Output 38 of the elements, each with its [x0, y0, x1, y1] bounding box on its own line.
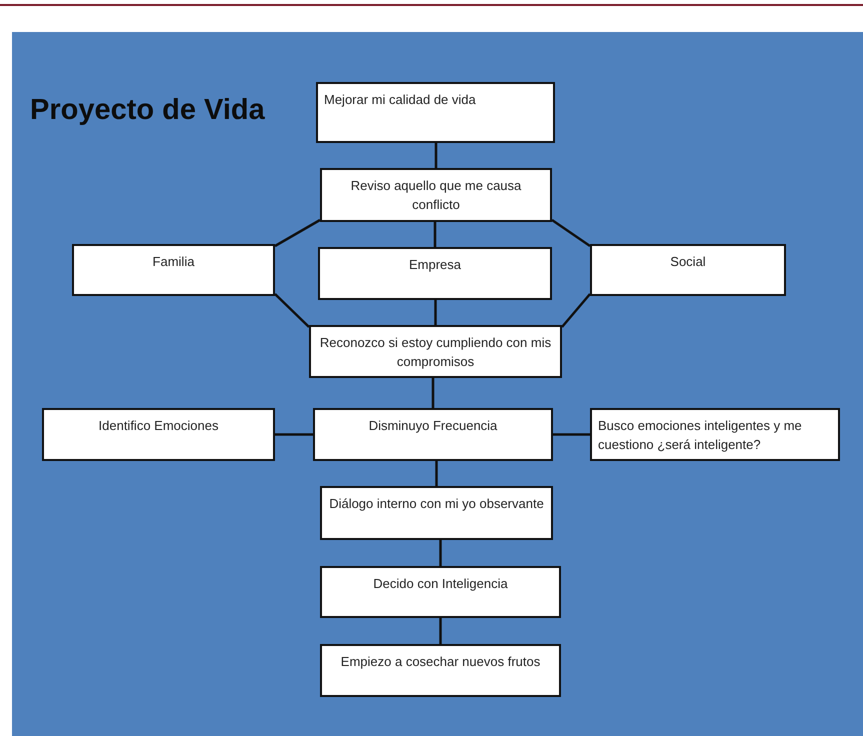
box-text: Disminuyo Frecuencia — [368, 417, 498, 435]
connector-line — [274, 218, 321, 248]
connector-line — [561, 293, 591, 328]
box-text: Diálogo interno con mi yo observante — [328, 495, 545, 513]
box-text: Decido con Inteligencia — [372, 575, 509, 593]
process-box — [320, 486, 553, 540]
connector-line — [551, 218, 591, 248]
diagram-title: Proyecto de Vida — [30, 94, 265, 127]
process-box — [318, 247, 552, 300]
box-text: Identifico Emociones — [98, 417, 220, 435]
connector-line — [553, 433, 590, 436]
box-text: Reviso aquello que me causa conflicto — [350, 177, 522, 214]
process-box — [590, 408, 840, 461]
box-text: Busco emociones inteligentes y me cuestiono ¿será inteligente? — [598, 417, 803, 454]
box-text: Social — [669, 253, 707, 271]
connector-line — [275, 433, 313, 436]
connector-line — [434, 143, 438, 168]
process-box — [72, 244, 275, 296]
connector-line — [439, 618, 442, 644]
box-text: Mejorar mi calidad de vida — [324, 91, 477, 109]
connector-line — [435, 461, 438, 486]
process-box — [42, 408, 275, 461]
box-text: Reconozco si estoy cumpliendo con mis compromisos — [318, 334, 552, 371]
connector-line — [432, 378, 434, 408]
box-text: Empiezo a cosechar nuevos frutos — [340, 653, 542, 671]
process-box — [320, 566, 561, 618]
box-text: Empresa — [408, 256, 462, 274]
process-box — [316, 82, 555, 143]
connector-line — [274, 293, 310, 328]
box-text: Familia — [152, 253, 196, 271]
connector-line — [434, 222, 436, 247]
process-box — [320, 168, 552, 222]
connector-line — [439, 540, 442, 566]
process-box — [313, 408, 553, 461]
connector-line — [434, 300, 437, 325]
process-box — [309, 325, 562, 378]
process-box — [320, 644, 561, 697]
process-box — [590, 244, 786, 296]
